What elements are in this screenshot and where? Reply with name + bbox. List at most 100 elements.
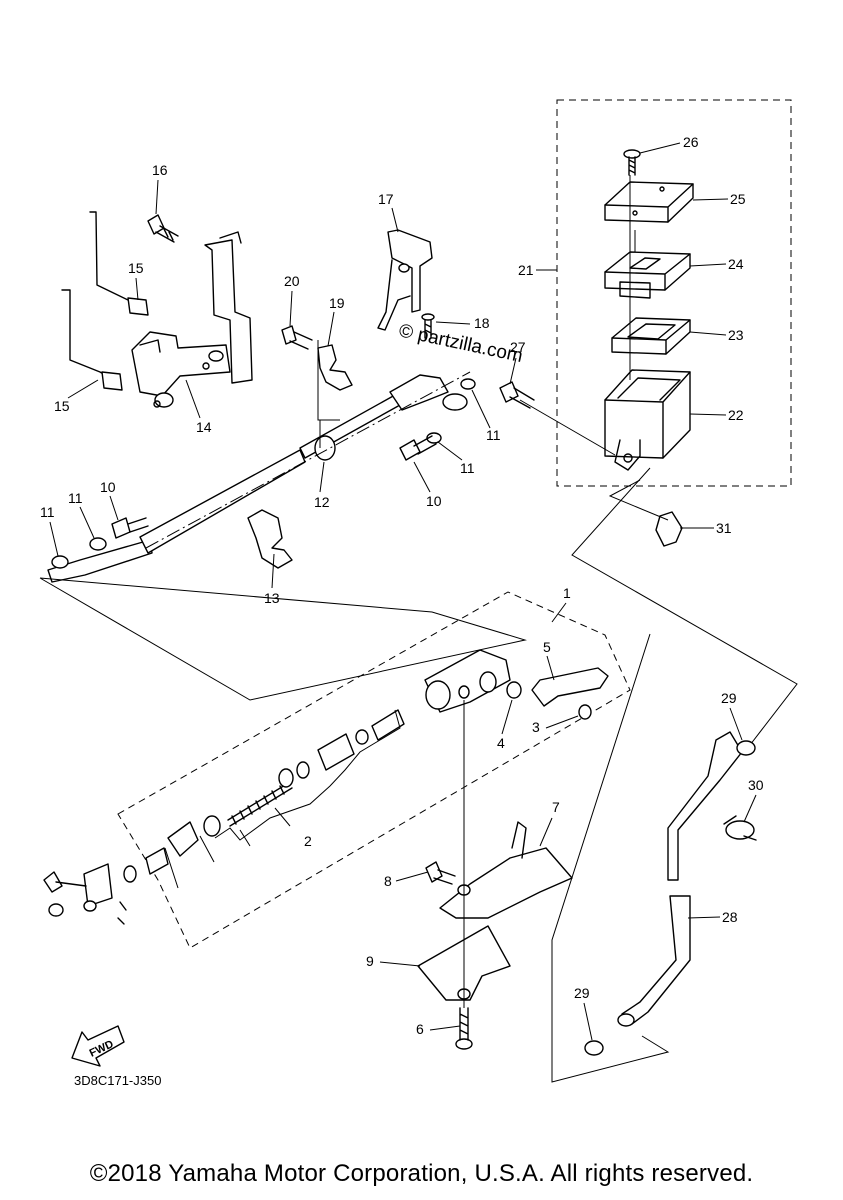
callout-12: 12 (314, 461, 330, 510)
part-10-bolts (111, 435, 437, 539)
callout-15-lower: 15 (54, 379, 99, 414)
callout-label: 29 (574, 985, 590, 1001)
part-14-bracket (131, 231, 253, 408)
callout-label: 9 (366, 953, 374, 969)
callout-2: 2 (304, 833, 312, 849)
part-23-diaphragm (611, 317, 691, 355)
callout-label: 4 (497, 735, 505, 751)
brake-hose-upper (47, 374, 468, 583)
callout-30: 30 (743, 777, 764, 823)
part-4-oring (506, 681, 522, 699)
callout-6: 6 (416, 1021, 461, 1037)
callout-label: 2 (304, 833, 312, 849)
callout-16: 16 (152, 162, 168, 215)
part-7-bracket (439, 821, 573, 919)
callout-22: 22 (689, 407, 744, 423)
callout-label: 27 (510, 339, 526, 355)
callout-label: 23 (728, 327, 744, 343)
part-24-diaphragm-plate (604, 251, 691, 299)
callout-label: 3 (532, 719, 540, 735)
master-cylinder-outline (117, 591, 631, 949)
callout-11-c: 11 (471, 389, 501, 443)
part-15-band-lower (61, 289, 123, 391)
callout-label: 12 (314, 494, 330, 510)
callout-11-a: 11 (68, 490, 95, 539)
part-31-clip (655, 511, 683, 547)
callout-label: 17 (378, 191, 394, 207)
callout-label: 7 (552, 799, 560, 815)
part-22-reservoir (604, 369, 691, 471)
callout-15-upper: 15 (128, 260, 144, 301)
callout-21: 21 (518, 262, 557, 278)
callout-7: 7 (539, 799, 560, 847)
callout-label: 1 (563, 585, 571, 601)
watermark: © partzilla.com (397, 320, 525, 367)
callout-label: 18 (474, 315, 490, 331)
callout-label: 10 (100, 479, 116, 495)
callout-19: 19 (327, 295, 345, 347)
callout-label: 28 (722, 909, 738, 925)
callout-1: 1 (551, 585, 571, 623)
callout-label: 19 (329, 295, 345, 311)
callout-31: 31 (680, 520, 732, 536)
fwd-arrow: FWD (71, 1025, 125, 1067)
callout-label: 11 (486, 427, 501, 443)
callout-25: 25 (692, 191, 746, 207)
callout-13: 13 (264, 553, 280, 606)
part-19-clamp (317, 344, 353, 391)
part-15-band-upper (89, 211, 149, 316)
part-8-bolt (425, 861, 456, 885)
part-11-washers (51, 378, 476, 569)
part-29-clamp-upper (736, 740, 756, 756)
callout-label: 16 (152, 162, 168, 178)
callout-label: 20 (284, 273, 300, 289)
part-20-bolt (281, 325, 313, 350)
callout-11-d: 11 (437, 441, 475, 476)
part-3-clip (578, 704, 592, 720)
callout-3: 3 (532, 715, 579, 735)
callout-4: 4 (497, 699, 513, 751)
catalog-code: 3D8C171-J350 (74, 1073, 161, 1088)
callout-label: 5 (543, 639, 551, 655)
callout-label: 10 (426, 493, 442, 509)
callout-29-upper: 29 (721, 690, 743, 741)
callout-label: 6 (416, 1021, 424, 1037)
callout-label: 31 (716, 520, 732, 536)
callout-27: 27 (509, 339, 526, 385)
callout-17: 17 (378, 191, 399, 233)
reservoir-assembly-outline (556, 99, 792, 487)
callout-label: 24 (728, 256, 744, 272)
callout-label: 29 (721, 690, 737, 706)
callout-8: 8 (384, 871, 429, 889)
callout-label: 13 (264, 590, 280, 606)
copyright-footer: ©2018 Yamaha Motor Corporation, U.S.A. A… (89, 1160, 754, 1187)
callout-14: 14 (185, 379, 212, 435)
callout-18: 18 (435, 315, 490, 331)
part-18-bolt (421, 313, 435, 339)
part-25-cap (604, 181, 694, 223)
callout-label: 14 (196, 419, 212, 435)
part-6-bolt (455, 1007, 473, 1050)
clevis-parts (43, 863, 127, 925)
callout-24: 24 (689, 256, 744, 272)
part-29-clamp-lower (584, 1040, 604, 1056)
part-2-piston-kit (123, 709, 405, 883)
callout-label: 11 (68, 490, 83, 506)
part-5-fitting (531, 667, 609, 707)
callout-20: 20 (284, 273, 300, 327)
part-13-clamp (247, 509, 293, 569)
callout-11-b: 11 (40, 504, 59, 557)
part-26-screw (623, 149, 641, 176)
callout-label: 21 (518, 262, 534, 278)
callout-label: 25 (730, 191, 746, 207)
callout-label: 8 (384, 873, 392, 889)
callout-5: 5 (543, 639, 555, 681)
callout-26: 26 (639, 134, 699, 154)
part-27-bolt (499, 381, 535, 409)
callout-label: 22 (728, 407, 744, 423)
callout-label: 15 (54, 398, 70, 414)
callout-9: 9 (366, 953, 421, 969)
callout-label: 11 (40, 504, 55, 520)
part-28-hose (617, 731, 743, 1027)
callout-label: 26 (683, 134, 699, 150)
